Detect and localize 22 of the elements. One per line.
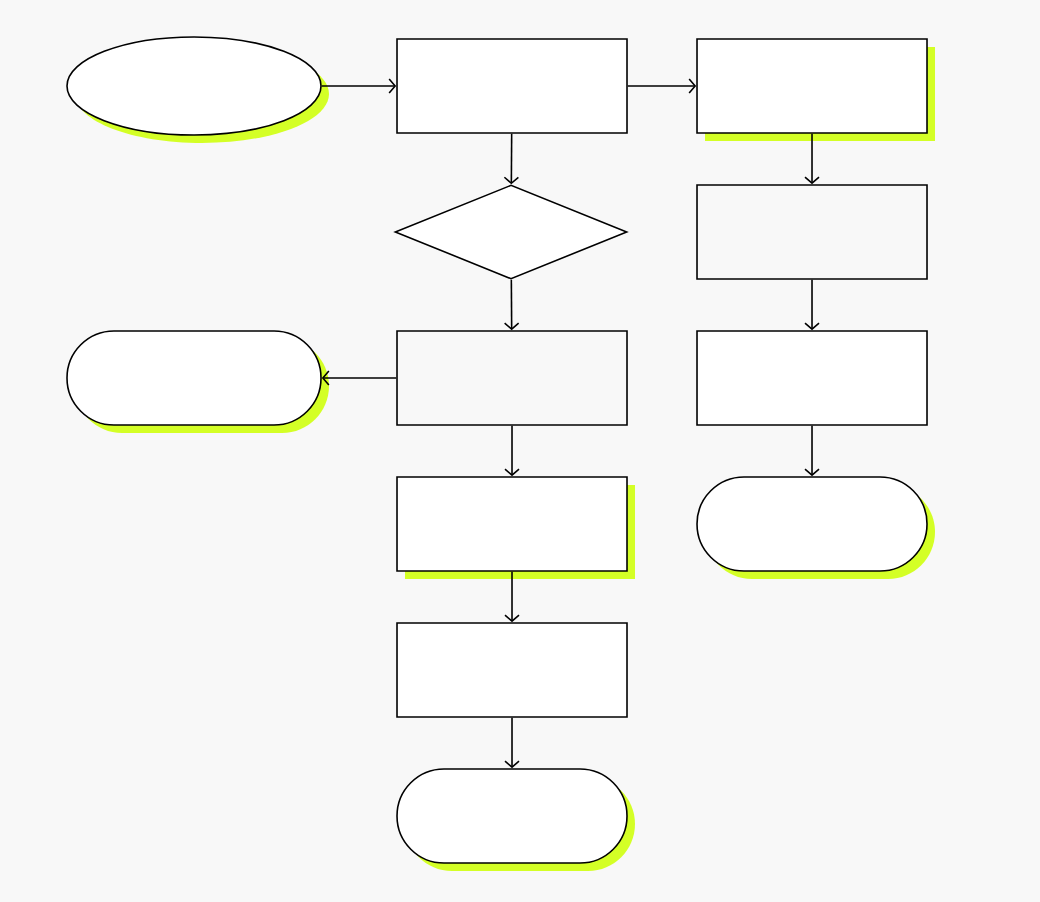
process-box	[396, 476, 635, 579]
arrow	[504, 425, 520, 477]
arrow	[804, 279, 820, 331]
arrow	[504, 571, 520, 623]
process-box	[396, 330, 628, 426]
terminal-pill	[396, 768, 635, 871]
process-box	[696, 330, 928, 426]
arrow	[627, 78, 697, 94]
terminal-pill	[696, 476, 935, 579]
arrow	[321, 78, 397, 94]
process-box	[396, 622, 628, 718]
process-box	[696, 38, 935, 141]
process-box	[696, 184, 928, 280]
process-box	[396, 38, 628, 134]
arrow	[321, 370, 397, 386]
arrow	[804, 425, 820, 477]
terminal-pill	[66, 330, 329, 433]
arrow	[503, 278, 520, 331]
arrow	[804, 133, 820, 185]
arrow	[504, 717, 520, 769]
oval	[66, 36, 329, 143]
arrow	[503, 133, 520, 185]
